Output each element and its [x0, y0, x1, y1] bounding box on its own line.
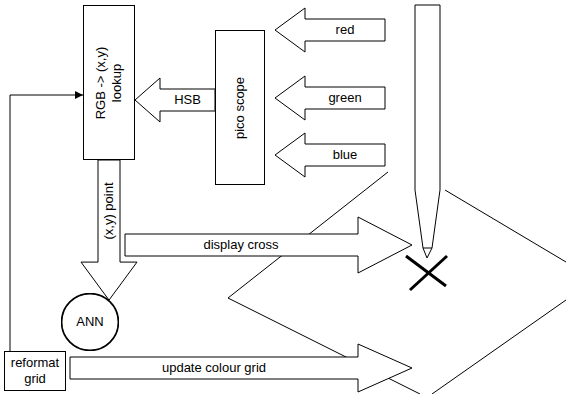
network-circle: ANN: [61, 293, 119, 351]
node-text: reformat grid: [10, 355, 61, 386]
pen-tip: [423, 248, 432, 258]
signal-arrow: [275, 133, 385, 177]
circle-outline: [62, 294, 119, 351]
signal-label: update colour grid: [160, 360, 268, 376]
paper-edge: [432, 300, 566, 394]
node-text: ANN: [75, 314, 105, 330]
signal-label: green: [326, 90, 363, 106]
process-box: pico scope: [215, 30, 265, 185]
node-text: pico scope: [232, 75, 248, 140]
paper-edge: [445, 190, 566, 262]
node-text: RGB -> (x,y) lookup: [93, 45, 124, 120]
signal-label: display cross: [201, 237, 280, 253]
signal-arrow: [275, 76, 385, 120]
output-arrow: [125, 217, 412, 273]
output-arrow: [70, 344, 412, 392]
block-arrow: [81, 160, 137, 300]
signal-arrow: [275, 8, 385, 52]
process-box: RGB -> (x,y) lookup: [83, 5, 135, 160]
signal-label: blue: [331, 147, 360, 163]
edge-label: (x,y) point: [101, 180, 117, 241]
edge-label: HSB: [172, 92, 203, 108]
signal-label: red: [334, 22, 357, 38]
pen-body: [415, 5, 440, 248]
process-box: reformat grid: [4, 351, 66, 391]
block-arrow: [135, 78, 215, 122]
drawn-cross: [410, 256, 447, 290]
